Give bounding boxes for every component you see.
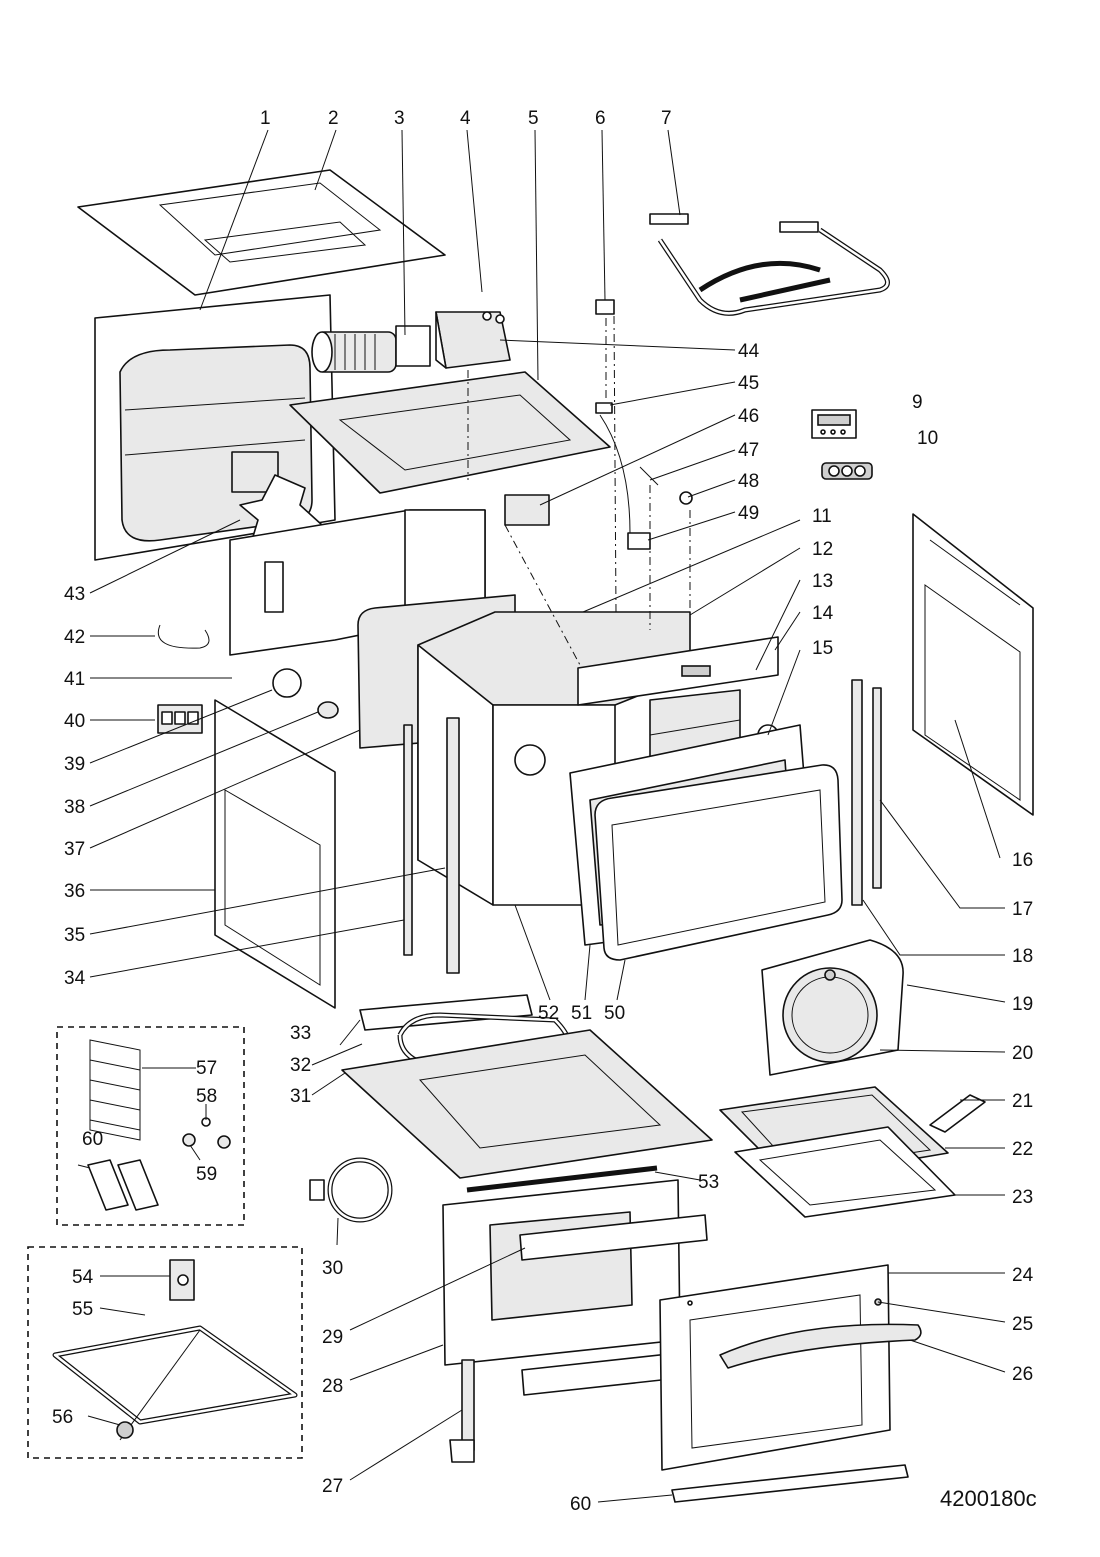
callout-60-box: 60: [82, 1129, 103, 1150]
callout-1: 1: [260, 108, 271, 129]
callout-52: 52: [538, 1003, 559, 1024]
callout-25: 25: [1012, 1314, 1033, 1335]
callout-57: 57: [196, 1058, 217, 1079]
callout-26: 26: [1012, 1364, 1033, 1385]
part-hinge: [449, 1359, 475, 1463]
part-bar-53: [466, 1165, 658, 1193]
callout-13: 13: [812, 571, 833, 592]
callout-32: 32: [290, 1055, 311, 1076]
callout-28: 28: [322, 1376, 343, 1397]
callout-18: 18: [1012, 946, 1033, 967]
callout-23: 23: [1012, 1187, 1033, 1208]
callout-21: 21: [1012, 1091, 1033, 1112]
callout-15: 15: [812, 638, 833, 659]
callout-49: 49: [738, 503, 759, 524]
callout-33: 33: [290, 1023, 311, 1044]
callout-59: 59: [196, 1164, 217, 1185]
callout-17: 17: [1012, 899, 1033, 920]
part-cable: [158, 624, 210, 649]
callout-24: 24: [1012, 1265, 1034, 1286]
part-timer-display: [811, 409, 857, 439]
part-uprights: [403, 679, 882, 974]
callout-35: 35: [64, 925, 85, 946]
callout-37: 37: [64, 839, 85, 860]
part-meat-probe: [52, 1259, 298, 1441]
callout-19: 19: [1012, 994, 1033, 1015]
part-trays: [719, 1086, 986, 1218]
callout-42: 42: [64, 627, 85, 648]
callout-22: 22: [1012, 1139, 1033, 1160]
callout-39: 39: [64, 754, 85, 775]
callout-labels: 1 2 3 4 5 6 7 9 10 11 12 13 14 15 16 17 …: [52, 108, 1034, 1515]
callout-20: 20: [1012, 1043, 1033, 1064]
part-control-box: [435, 311, 511, 369]
callout-11: 11: [812, 506, 832, 527]
accessory-box-upper: [56, 1026, 245, 1226]
assembly-guides: [467, 315, 691, 666]
part-cooling-fan: [311, 325, 431, 373]
callout-58: 58: [196, 1086, 217, 1107]
part-bottom-plate: [341, 1029, 713, 1179]
callout-7: 7: [661, 108, 672, 129]
part-lamp: [272, 668, 339, 719]
callout-50: 50: [604, 1003, 625, 1024]
drawing-code: 4200180c: [940, 1486, 1037, 1511]
part-inner-door: [442, 1179, 708, 1396]
callout-45: 45: [738, 373, 759, 394]
callout-41: 41: [64, 669, 85, 690]
callout-5: 5: [528, 108, 539, 129]
leader-lines: [77, 129, 1006, 1503]
callout-44: 44: [738, 341, 760, 362]
part-clips: [87, 1117, 231, 1211]
callout-12: 12: [812, 539, 833, 560]
accessory-box-lower: [27, 1246, 303, 1459]
part-grill-element: [649, 213, 890, 316]
callout-31: 31: [290, 1086, 311, 1107]
callout-34: 34: [64, 968, 86, 989]
callout-48: 48: [738, 471, 759, 492]
callout-14: 14: [812, 603, 834, 624]
callout-36: 36: [64, 881, 85, 902]
callout-27: 27: [322, 1476, 343, 1497]
callout-51: 51: [571, 1003, 592, 1024]
part-circular-element: [309, 1157, 393, 1223]
callout-16: 16: [1012, 850, 1033, 871]
callout-56: 56: [52, 1407, 73, 1428]
callout-2: 2: [328, 108, 339, 129]
part-top-baffle: [289, 371, 611, 494]
callout-4: 4: [460, 108, 471, 129]
callout-10: 10: [917, 428, 938, 449]
callout-46: 46: [738, 406, 759, 427]
part-top-cover: [77, 169, 446, 296]
callout-60: 60: [570, 1494, 591, 1515]
callout-3: 3: [394, 108, 405, 129]
part-small-components: [504, 299, 693, 550]
callout-30: 30: [322, 1258, 343, 1279]
callout-47: 47: [738, 440, 759, 461]
part-left-side-panel: [214, 699, 336, 1009]
callout-9: 9: [912, 392, 923, 413]
callout-40: 40: [64, 711, 85, 732]
callout-6: 6: [595, 108, 606, 129]
part-side-racks: [89, 1039, 141, 1141]
part-outer-door: [659, 1264, 922, 1471]
callout-53: 53: [698, 1172, 719, 1193]
part-door-trim: [671, 1464, 909, 1503]
part-button-strip: [821, 462, 873, 480]
callout-55: 55: [72, 1299, 93, 1320]
callout-43: 43: [64, 584, 85, 605]
part-fan-assembly: [231, 451, 323, 553]
callout-29: 29: [322, 1327, 343, 1348]
part-terminal-block: [157, 704, 203, 734]
part-right-side-panel: [912, 513, 1034, 816]
part-door-gasket: [594, 764, 843, 961]
callout-54: 54: [72, 1267, 94, 1288]
part-fan-cover: [761, 939, 904, 1076]
callout-38: 38: [64, 797, 85, 818]
